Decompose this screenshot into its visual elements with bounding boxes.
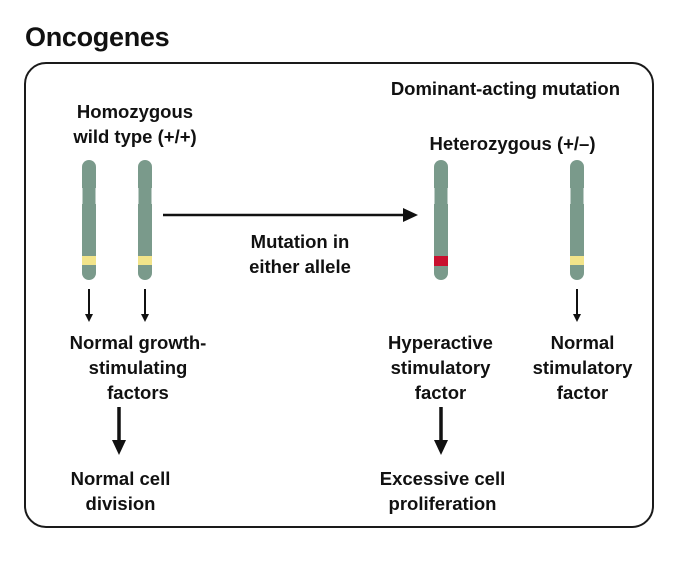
chromosome-left-2 — [136, 160, 154, 280]
right-outcome-label: Excessive cell proliferation — [379, 468, 506, 514]
left-genotype-label: Homozygous wild type (+/+) — [73, 101, 197, 147]
left-outcome-label: Normal cell division — [70, 468, 171, 514]
chromosome-mutant — [432, 160, 450, 280]
chromosome-normal — [568, 160, 586, 280]
mutant-allele-band — [434, 256, 448, 266]
left-product-label: Normal growth- stimulating factors — [69, 332, 207, 403]
normal-product-label: Normal stimulatory factor — [532, 332, 633, 403]
arrow-right-outcome-head — [434, 440, 448, 455]
normal-allele-band — [138, 256, 152, 265]
mutant-product-label: Hyperactive stimulatory factor — [388, 332, 493, 403]
diagram-panel — [24, 62, 654, 528]
normal-allele-band — [570, 256, 584, 265]
arrow-label: Mutation in either allele — [249, 231, 351, 277]
page-title: Oncogenes — [25, 22, 170, 52]
normal-allele-band — [82, 256, 96, 265]
arrow-left-outcome-head — [112, 440, 126, 455]
mutation-arrow-head — [403, 208, 418, 222]
panel-header: Dominant-acting mutation — [390, 78, 620, 99]
right-genotype-label: Heterozygous (+/–) — [429, 133, 596, 154]
chromosome-left-1 — [80, 160, 98, 280]
